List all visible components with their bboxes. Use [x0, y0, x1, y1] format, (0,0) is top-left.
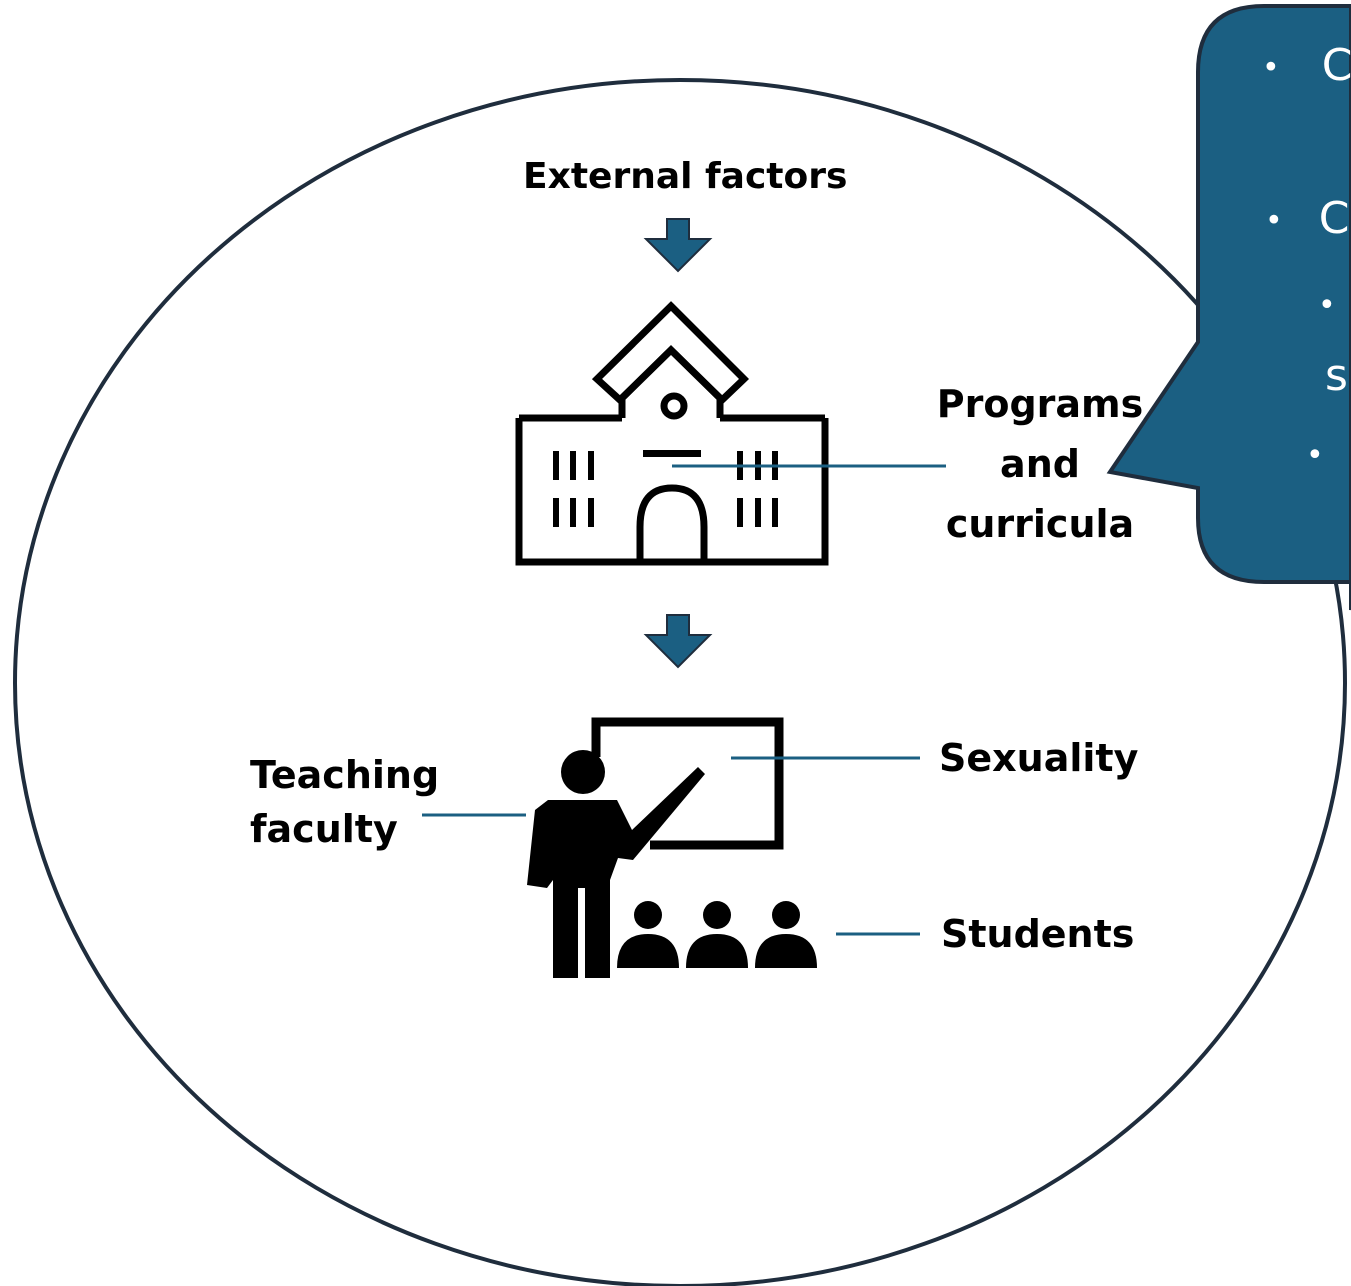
callout-item-3: •: [1318, 275, 1336, 326]
teacher-presentation-icon: [527, 717, 784, 978]
down-arrow-icon: [643, 614, 713, 669]
bullet-icon: •: [1306, 438, 1324, 473]
callout-item-1: • C: [1262, 40, 1351, 91]
label-sexuality: Sexuality: [939, 736, 1139, 780]
bullet-icon: •: [1318, 288, 1336, 323]
label-programs-curricula: Programs and curricula: [936, 382, 1144, 546]
callout-item-2: • C: [1265, 193, 1350, 244]
label-external-factors: External factors: [523, 156, 848, 197]
label-teaching-faculty: Teaching faculty: [250, 753, 440, 851]
callout-item-5: •: [1306, 425, 1324, 476]
students-group-icon: [617, 901, 817, 968]
callout-item-4: s: [1325, 350, 1348, 401]
down-arrow-icon: [643, 218, 713, 273]
school-building-icon: [515, 301, 829, 566]
bullet-icon: •: [1262, 50, 1280, 86]
callout-bubble: [1106, 4, 1351, 610]
bullet-icon: •: [1265, 203, 1283, 239]
context-ellipse: [13, 78, 1347, 1286]
label-students: Students: [941, 912, 1135, 956]
